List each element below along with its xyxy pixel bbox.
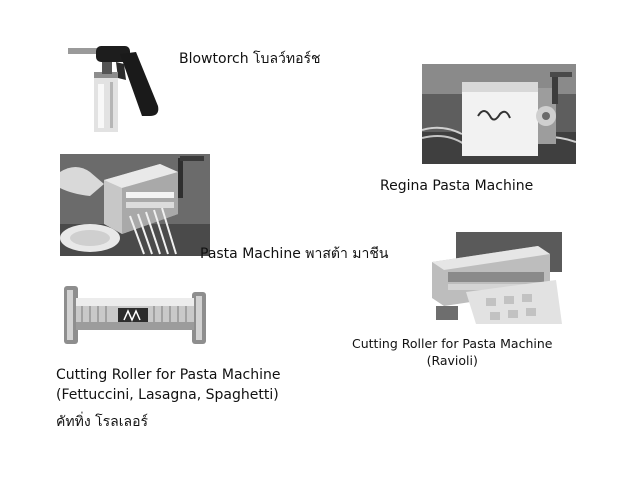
pasta-machine-photo	[60, 154, 210, 256]
ravioli-roller-caption: Cutting Roller for Pasta Machine (Raviol…	[352, 336, 552, 370]
fettuccini-cutting-roller-photo	[62, 284, 208, 348]
fettuccini-roller-caption-line1: Cutting Roller for Pasta Machine	[56, 367, 281, 383]
cutting-roller-thai-caption: คัททิ่ง โรลเลอร์	[56, 414, 149, 430]
fettuccini-roller-caption: Cutting Roller for Pasta Machine (Fettuc…	[56, 366, 281, 405]
ravioli-cutting-roller-photo	[426, 232, 562, 324]
blowtorch-photo	[64, 44, 170, 136]
ravioli-roller-caption-line1: Cutting Roller for Pasta Machine	[352, 336, 553, 351]
regina-pasta-machine-caption: Regina Pasta Machine	[380, 178, 534, 194]
blowtorch-caption: Blowtorch โบลว์ทอร์ช	[179, 51, 321, 67]
ravioli-roller-caption-line2: (Ravioli)	[426, 352, 478, 368]
fettuccini-roller-caption-line2: (Fettuccini, Lasagna, Spaghetti)	[56, 386, 279, 403]
regina-pasta-machine-photo	[422, 64, 576, 164]
pasta-machine-caption: Pasta Machine พาสต้า มาชีน	[200, 246, 389, 262]
